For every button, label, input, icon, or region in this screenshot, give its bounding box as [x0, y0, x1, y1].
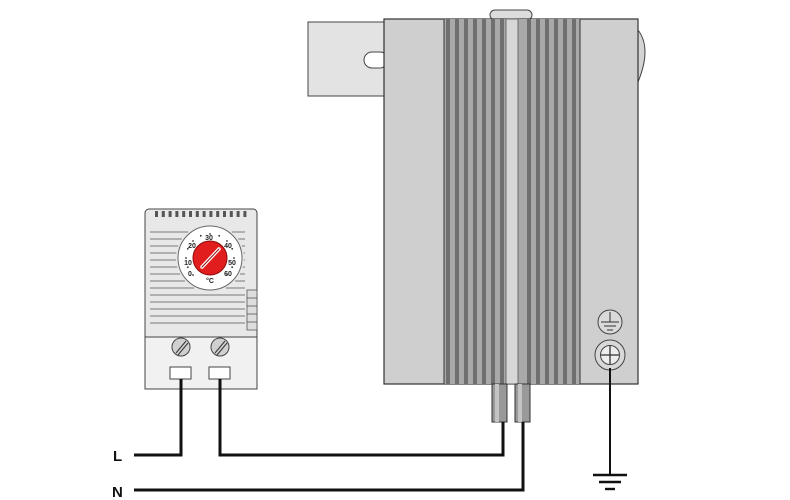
wiring [134, 368, 627, 492]
dial-unit-label: °C [206, 277, 214, 285]
vent-tooth [216, 211, 220, 217]
fin-groove [554, 19, 558, 384]
dial-dot [192, 240, 194, 242]
fin-groove [527, 19, 531, 384]
vent-tooth [161, 211, 165, 217]
dial-label-20: 20 [188, 243, 196, 250]
dial-dot [186, 266, 189, 269]
vent-tooth [168, 211, 172, 217]
wire-line-to-thermostat [134, 379, 183, 457]
dial-dot [226, 274, 228, 276]
ground-symbol-icon [597, 309, 623, 335]
thermostat-vent-slots [150, 231, 245, 324]
dial-label-10: 10 [184, 260, 192, 267]
vent-tooth [243, 211, 247, 217]
dial-dot [231, 266, 234, 269]
vent-tooth [175, 211, 179, 217]
fin-groove [482, 19, 486, 384]
heater-clip [637, 29, 646, 83]
terminal-screw-right [210, 337, 230, 357]
fin-groove [446, 19, 450, 384]
dial-dot [192, 274, 194, 276]
mounting-bracket [307, 21, 389, 97]
line-terminal-label: L [113, 448, 122, 465]
vent-tooth [223, 211, 226, 217]
thermostat-top-vents [155, 211, 247, 217]
dial-dot [231, 247, 234, 250]
dial-dot [226, 240, 228, 242]
dial-dot [185, 257, 187, 259]
vent-tooth [236, 211, 240, 217]
fin-groove [572, 19, 576, 384]
center-channel [505, 18, 519, 385]
vent-tooth [195, 211, 199, 217]
dial-label-30: 30 [205, 235, 213, 242]
vent-tooth [202, 211, 206, 217]
wire-entry-right [208, 366, 231, 380]
vent-tooth [182, 211, 186, 217]
wire-neutral-to-heater [134, 422, 525, 492]
dial-dot [218, 234, 221, 237]
wire-entry-left [169, 366, 192, 380]
dial-dot [199, 234, 202, 237]
dial-label-0: 0 [188, 271, 192, 278]
dial-label-40: 40 [224, 243, 232, 250]
dial-label-60: 60 [224, 271, 232, 278]
fin-groove [464, 19, 468, 384]
temperature-dial[interactable]: 0 10 20 30 40 50 60 °C [177, 225, 243, 291]
wire-thermostat-to-heater [218, 379, 505, 457]
neutral-terminal-label: N [112, 484, 123, 500]
cable-gland-left [491, 383, 508, 423]
terminal-screw-left [171, 337, 191, 357]
vent-tooth [189, 211, 192, 217]
dial-dot [186, 247, 189, 250]
fin-groove [473, 19, 477, 384]
dial-dot [209, 233, 211, 235]
vent-tooth [155, 211, 158, 217]
fin-groove [455, 19, 459, 384]
fin-groove [491, 19, 495, 384]
heater [307, 9, 646, 423]
dial-dot [233, 257, 235, 259]
dial-label-50: 50 [228, 260, 236, 267]
thermostat: 0 10 20 30 40 50 60 °C [144, 208, 258, 390]
vent-tooth [229, 211, 233, 217]
cable-gland-right [514, 383, 531, 423]
ground-screw-icon [594, 339, 626, 371]
vent-tooth [209, 211, 213, 217]
fin-groove [563, 19, 567, 384]
side-clip-right [246, 289, 258, 331]
fin-groove [500, 19, 504, 384]
fin-groove [545, 19, 549, 384]
fin-groove [536, 19, 540, 384]
dial-dots [185, 233, 235, 276]
earth-ground-icon [593, 473, 627, 491]
heater-fins [443, 18, 581, 385]
